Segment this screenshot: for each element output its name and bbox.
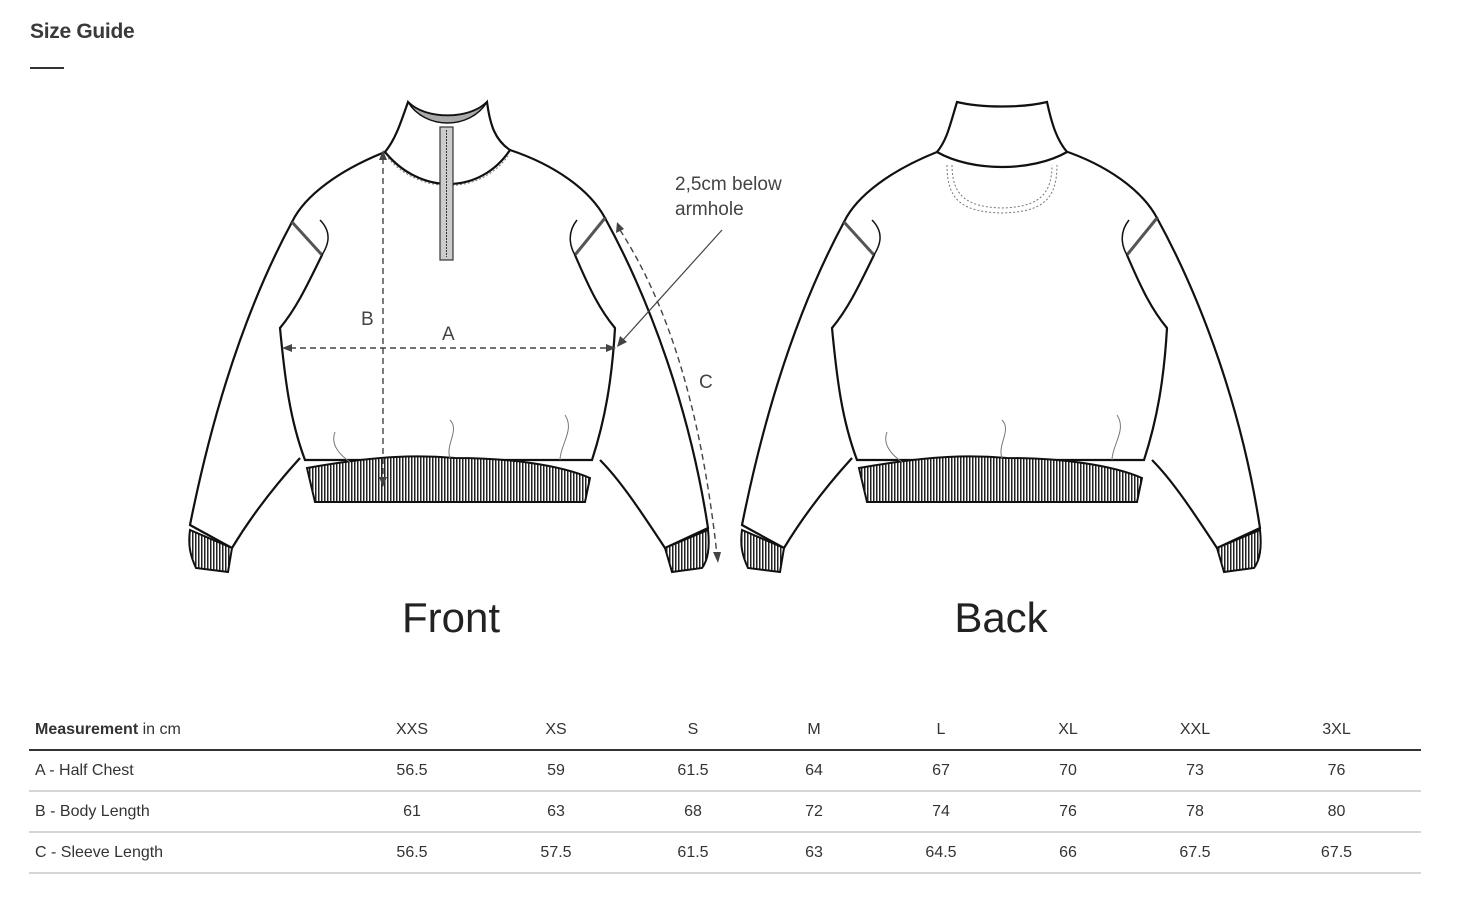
front-label: Front — [401, 594, 501, 641]
table-cell: 61 — [354, 791, 470, 833]
dimension-c-line — [616, 222, 721, 563]
row-label: C - Sleeve Length — [29, 832, 354, 874]
table-header-row: Measurement in cm XXS XS S M L XL XXL 3X… — [29, 710, 1421, 751]
size-header: 3XL — [1252, 710, 1421, 751]
size-header: S — [642, 710, 744, 751]
table-cell: 68 — [642, 791, 744, 833]
table-cell: 72 — [744, 791, 884, 833]
dimension-a-label: A — [442, 324, 455, 345]
header-unit: in cm — [138, 720, 181, 738]
row-label: A - Half Chest — [29, 750, 354, 792]
table-cell: 56.5 — [354, 750, 470, 792]
table-cell: 80 — [1252, 791, 1421, 833]
note-line-2: armhole — [675, 199, 744, 220]
front-sweater-sketch — [187, 99, 723, 574]
table-cell: 78 — [1138, 791, 1252, 833]
size-header: XXL — [1138, 710, 1252, 751]
row-label: B - Body Length — [29, 791, 354, 833]
armhole-note: 2,5cm below armhole — [675, 172, 782, 222]
table-cell: 61.5 — [642, 832, 744, 874]
table-cell: 56.5 — [354, 832, 470, 874]
size-header: XL — [998, 710, 1138, 751]
table-cell: 66 — [998, 832, 1138, 874]
table-cell: 64.5 — [884, 832, 998, 874]
size-header: XXS — [354, 710, 470, 751]
size-header: L — [884, 710, 998, 751]
size-header: XS — [470, 710, 642, 751]
table-cell: 64 — [744, 750, 884, 792]
table-cell: 57.5 — [470, 832, 642, 874]
dimension-a-line — [282, 344, 616, 352]
table-cell: 63 — [744, 832, 884, 874]
table-cell: 67.5 — [1138, 832, 1252, 874]
armhole-leader-line — [617, 229, 723, 347]
dimension-b-label: B — [361, 309, 374, 330]
table-cell: 73 — [1138, 750, 1252, 792]
table-cell: 76 — [998, 791, 1138, 833]
table-cell: 63 — [470, 791, 642, 833]
page-title: Size Guide — [30, 20, 135, 43]
note-line-1: 2,5cm below — [675, 174, 782, 195]
dimension-c-label: C — [699, 372, 713, 393]
back-sweater-sketch — [739, 100, 1263, 574]
garment-diagram — [187, 99, 1263, 574]
back-label: Back — [954, 594, 1048, 641]
measurement-header: Measurement in cm — [29, 710, 354, 751]
table-cell: 70 — [998, 750, 1138, 792]
title-divider — [30, 67, 64, 69]
table-cell: 74 — [884, 791, 998, 833]
header-bold: Measurement — [35, 720, 139, 738]
dimension-b-line — [379, 150, 387, 487]
table-cell: 67 — [884, 750, 998, 792]
table-cell: 76 — [1252, 750, 1421, 792]
size-table: Measurement in cm XXS XS S M L XL XXL 3X… — [29, 710, 1421, 874]
size-header: M — [744, 710, 884, 751]
table-cell: 59 — [470, 750, 642, 792]
table-cell: 67.5 — [1252, 832, 1421, 874]
table-cell: 61.5 — [642, 750, 744, 792]
